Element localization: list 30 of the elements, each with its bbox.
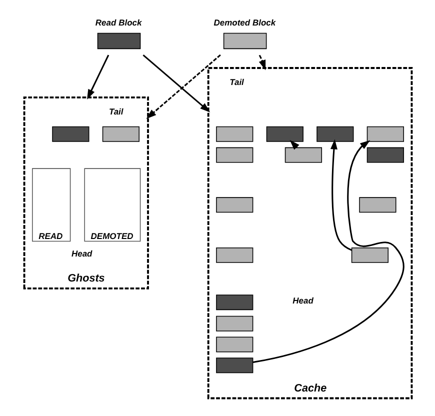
node-box bbox=[366, 126, 404, 142]
arrow bbox=[258, 54, 266, 70]
node-box bbox=[358, 197, 396, 213]
node-box bbox=[52, 126, 89, 142]
node-box bbox=[216, 294, 253, 310]
node-box bbox=[350, 247, 388, 263]
node-box bbox=[216, 358, 253, 374]
arrow bbox=[252, 140, 404, 363]
node-box: READ bbox=[32, 168, 70, 242]
label: Tail bbox=[229, 76, 244, 87]
node-box bbox=[266, 126, 303, 142]
node-box: DEMOTED bbox=[84, 168, 140, 242]
arrow bbox=[86, 54, 109, 100]
arrow bbox=[146, 54, 220, 119]
arrow bbox=[330, 139, 352, 251]
node-box bbox=[366, 147, 404, 163]
label: Head bbox=[292, 296, 313, 306]
node-box bbox=[102, 126, 139, 142]
node-box bbox=[216, 147, 253, 163]
node-box bbox=[216, 126, 253, 142]
node-label: Demoted Block bbox=[213, 17, 276, 28]
node-box bbox=[216, 316, 253, 332]
label: Head bbox=[70, 248, 92, 259]
node-box bbox=[216, 336, 253, 352]
node-box bbox=[316, 126, 354, 142]
label: Tail bbox=[108, 106, 123, 116]
node-box bbox=[216, 247, 253, 263]
node-label: Read Block bbox=[94, 17, 142, 28]
node-box bbox=[216, 197, 253, 213]
arrow bbox=[142, 54, 210, 112]
